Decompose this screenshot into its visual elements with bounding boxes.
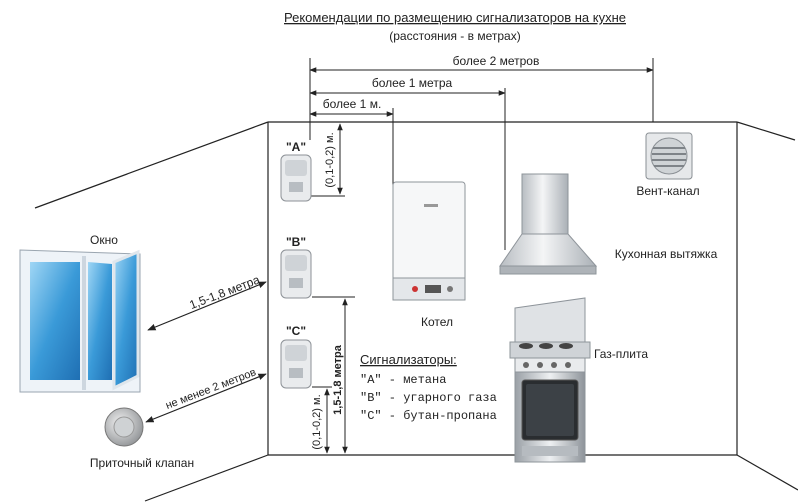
vertical-dim-top: [310, 121, 345, 197]
supply-valve: Приточный клапан: [90, 407, 194, 470]
room-outline: [34, 121, 798, 502]
dim-more-2m: более 2 метров: [453, 54, 540, 68]
boiler-label: Котел: [421, 315, 453, 329]
vertical-dim-bottom: [312, 386, 332, 454]
dim-valve-distance: не менее 2 метров: [164, 366, 258, 412]
sensor-a-panel: [285, 160, 307, 176]
dim-more-1m-short: более 1 м.: [323, 97, 382, 111]
legend-item-a: "А" - метана: [360, 373, 446, 387]
sensor-b: "В": [280, 235, 312, 299]
valve-distance-line: [145, 373, 267, 423]
valve-label: Приточный клапан: [90, 456, 194, 470]
dim-window-distance: 1,5-1,8 метра: [187, 272, 261, 312]
legend-item-c: "С" - бутан-пропана: [360, 409, 497, 423]
sensor-a-sticker: [289, 182, 303, 192]
diagram-title: Рекомендации по размещению сигнализаторо…: [284, 10, 626, 25]
dim-vertical-top: (0,1-0,2) м.: [324, 132, 336, 187]
sensor-b-panel: [285, 255, 307, 271]
window-label: Окно: [90, 233, 118, 247]
dim-height-range: 1,5-1,8 метра: [332, 344, 344, 415]
vertical-dim-height: [312, 296, 355, 454]
dimension-lines: [309, 58, 654, 250]
stove-label: Газ-плита: [594, 347, 648, 361]
range-hood: Кухонная вытяжка: [499, 173, 718, 275]
window-open-sash: [112, 249, 140, 391]
sensor-b-sticker: [289, 278, 303, 288]
sensor-b-label: "В": [286, 235, 306, 249]
sensor-c-panel: [285, 345, 307, 361]
hood-label: Кухонная вытяжка: [615, 247, 718, 261]
vent-label: Вент-канал: [636, 184, 699, 198]
dim-vertical-bottom: (0,1-0,2) м.: [311, 394, 323, 449]
window: Окно: [19, 233, 141, 393]
legend-item-b: "В" - угарного газа: [360, 391, 497, 405]
sensor-legend: Сигнализаторы: "А" - метана "В" - угарно…: [360, 352, 497, 423]
sensor-c-sticker: [289, 368, 303, 378]
sensor-a-label: "А": [286, 140, 306, 154]
sensor-a: "А": [280, 140, 312, 202]
boiler: Котел: [392, 181, 466, 329]
sensor-c-label: "С": [286, 324, 306, 338]
vent-grille: Вент-канал: [636, 132, 700, 198]
dim-more-1m-long: более 1 метра: [372, 76, 453, 90]
window-distance-line: [147, 281, 267, 331]
gas-stove: Газ-плита: [509, 297, 648, 463]
sensor-c: "С": [280, 324, 312, 389]
diagram-subtitle: (расстояния - в метрах): [389, 29, 520, 43]
legend-title: Сигнализаторы:: [360, 352, 457, 367]
